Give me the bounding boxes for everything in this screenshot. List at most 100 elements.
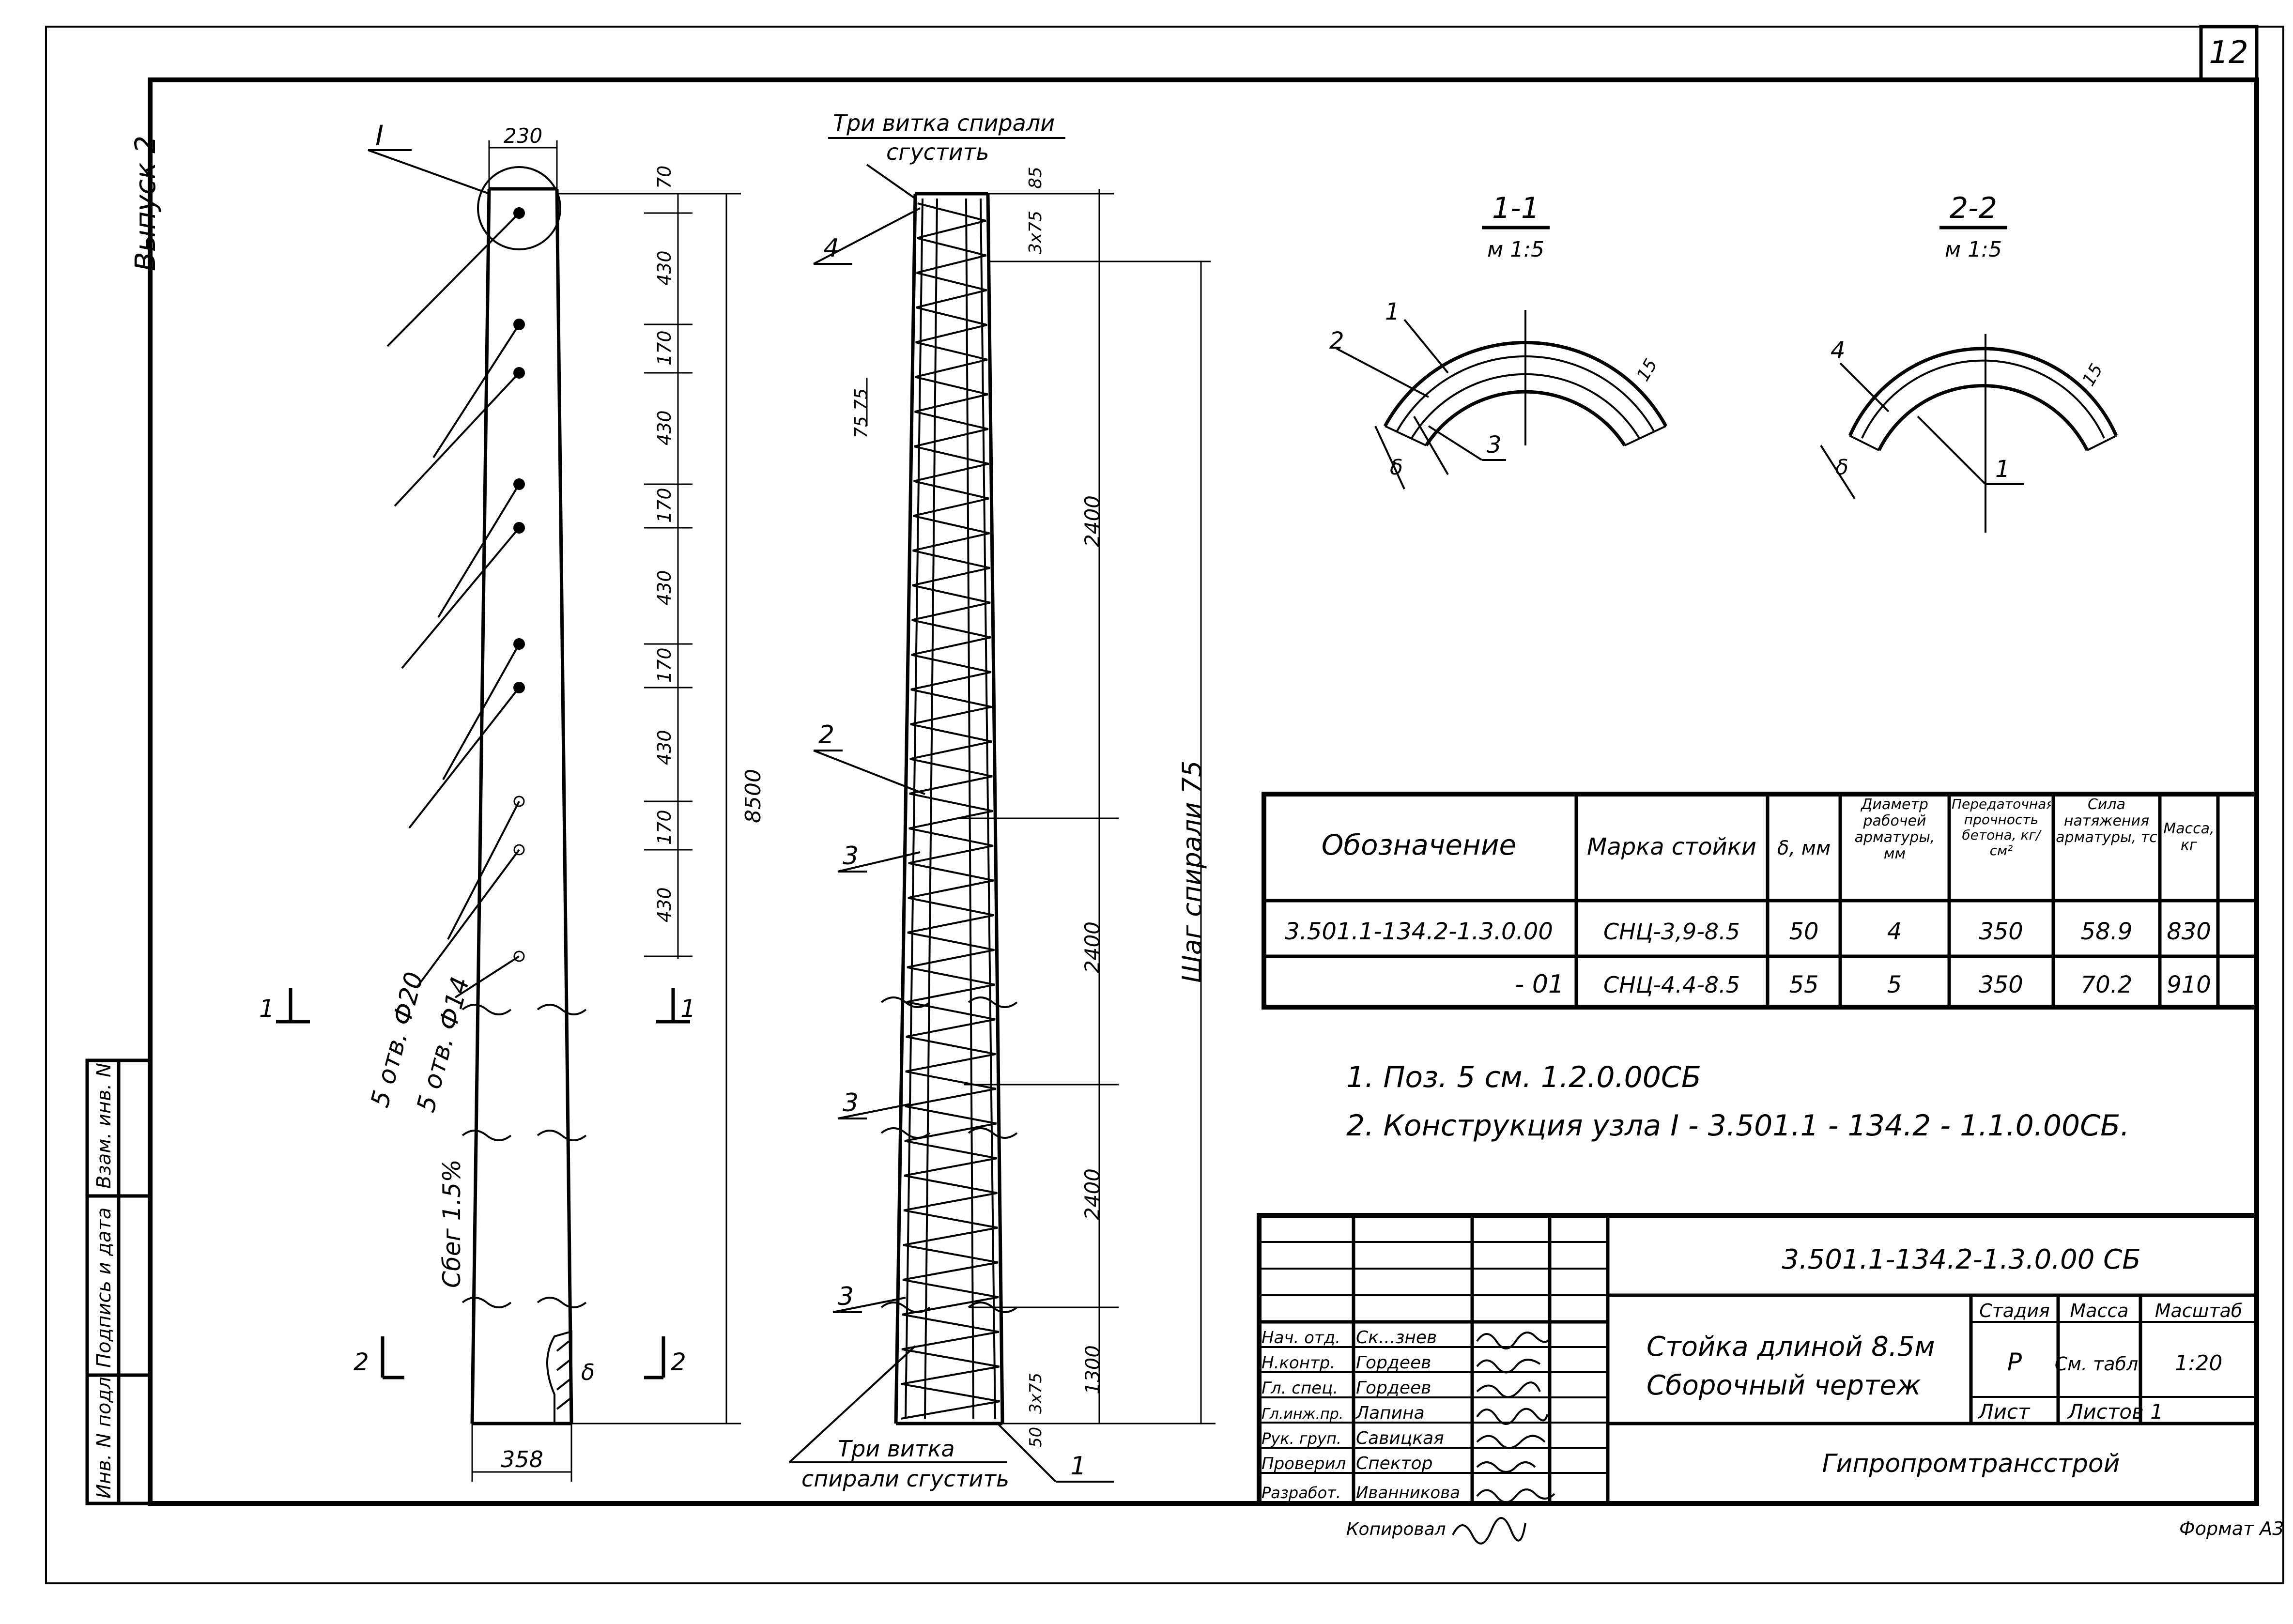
tb-mass: См. табл. xyxy=(2055,1353,2144,1375)
stamp-inv-podl: Инв. N подл. xyxy=(93,1371,115,1499)
r2-mark: СНЦ-4.4-8.5 xyxy=(1603,972,1740,998)
dim-430-3: 430 xyxy=(654,570,675,605)
r1-mark: СНЦ-3,9-8.5 xyxy=(1603,919,1740,945)
spiral-pitch: Шаг спирали 75 xyxy=(1177,761,1207,983)
tb-scale: 1:20 xyxy=(2175,1351,2223,1376)
th-mass: Масса, кг xyxy=(2163,820,2215,854)
tb-sheet-label: Лист xyxy=(1977,1400,2031,1424)
section-2-2: 2-2 м 1:5 δ 4 1 15 xyxy=(1820,191,2118,533)
tb-scale-label: Масштаб xyxy=(2155,1300,2243,1321)
role-1: Н.контр. xyxy=(1262,1353,1335,1373)
dim-3x75-bot: 3х75 xyxy=(1026,1373,1046,1414)
dim-430-2: 430 xyxy=(654,410,675,445)
taper-label: Сбег 1.5% xyxy=(438,1159,466,1288)
tb-stage: Р xyxy=(2007,1348,2022,1376)
sec2-left: 2 xyxy=(354,1348,369,1376)
dim-170-2: 170 xyxy=(654,488,675,523)
column-elevation: I 230 xyxy=(259,119,766,1482)
s1-p3: 3 xyxy=(1487,431,1502,459)
signatures xyxy=(1476,1332,1555,1503)
s1-title: 1-1 xyxy=(1492,191,1539,225)
spec-table: Обозначение Марка стойки δ, мм Диаметр р… xyxy=(1262,792,2259,1010)
dim-170-1: 170 xyxy=(654,330,675,366)
r2-mass: 910 xyxy=(2167,971,2211,998)
sec2-right: 2 xyxy=(671,1348,686,1376)
note-2: 2. Конструкция узла I - 3.501.1 - 134.2 … xyxy=(1346,1109,2129,1143)
tb-name-2: Сборочный чертеж xyxy=(1647,1370,1921,1401)
sheet-number-box xyxy=(2199,25,2259,82)
name-0: Ск...знев xyxy=(1356,1328,1437,1348)
sheet-number: 12 xyxy=(2209,35,2248,71)
r1-force: 58.9 xyxy=(2081,918,2133,945)
copied-signature xyxy=(1452,1517,1526,1545)
sec1-left: 1 xyxy=(259,995,275,1023)
format-label: Формат А3 xyxy=(2179,1518,2284,1539)
th-strength: Передаточная прочность бетона, кг/см² xyxy=(1952,797,2051,858)
r1-delta: 50 xyxy=(1789,918,1818,945)
r1-mass: 830 xyxy=(2167,918,2211,945)
tb-sheets-label: Листов 1 xyxy=(2067,1400,2163,1424)
s1-p1: 1 xyxy=(1385,298,1400,325)
r1-diameter: 4 xyxy=(1887,918,1902,945)
holes xyxy=(513,207,525,962)
r1-designation: 3.501.1-134.2-1.3.0.00 xyxy=(1285,918,1553,945)
r2-force: 70.2 xyxy=(2081,971,2133,998)
tb-org: Гипропромтрансстрой xyxy=(1822,1449,2120,1478)
th-force: Сила натяжения арматуры, тс xyxy=(2056,797,2157,846)
th-delta: δ, мм xyxy=(1777,837,1831,859)
section-1-1: 1-1 м 1:5 δ 1 2 3 15 xyxy=(1329,191,1668,490)
name-3: Лапина xyxy=(1355,1403,1425,1423)
s2-p1: 1 xyxy=(1995,456,2010,483)
s2-scale: м 1:5 xyxy=(1945,237,2002,262)
th-diameter: Диаметр рабочей арматуры, мм xyxy=(1854,797,1935,862)
s2-15: 15 xyxy=(2078,360,2107,389)
role-3: Гл.инж.пр. xyxy=(1262,1406,1343,1423)
pos-2: 2 xyxy=(818,720,834,750)
stamp-vzam: Взам. инв. N xyxy=(93,1063,115,1189)
dim-75-75: 75 75 xyxy=(851,388,871,438)
r2-designation: - 01 xyxy=(1515,970,1564,999)
th-designation: Обозначение xyxy=(1322,828,1516,861)
s2-title: 2-2 xyxy=(1950,191,1997,225)
dim-430-1: 430 xyxy=(654,250,675,286)
pos-3a: 3 xyxy=(843,842,859,871)
s2-p4: 4 xyxy=(1831,337,1846,364)
s2-delta: δ xyxy=(1835,455,1848,480)
outer-border xyxy=(45,26,2284,1584)
cage-note-top-1: Три витка спирали xyxy=(833,110,1055,136)
s1-scale: м 1:5 xyxy=(1487,237,1544,262)
name-4: Савицкая xyxy=(1356,1428,1444,1448)
pos-3b: 3 xyxy=(843,1088,859,1118)
tb-stage-label: Стадия xyxy=(1979,1300,2050,1321)
dim-70: 70 xyxy=(654,166,675,189)
dim-430-5: 430 xyxy=(654,887,675,922)
tb-name-1: Стойка длиной 8.5м xyxy=(1647,1331,1935,1363)
s1-delta: δ xyxy=(1390,455,1403,480)
dim-2400-a: 2400 xyxy=(1080,495,1104,547)
copied-label: Копировал xyxy=(1346,1519,1446,1539)
dim-170-4: 170 xyxy=(654,810,675,845)
left-stamp: Взам. инв. N Подпись и дата Инв. N подл. xyxy=(85,1058,152,1505)
cage-note-bot-1: Три витка xyxy=(838,1436,955,1462)
name-5: Спектор xyxy=(1356,1454,1432,1473)
role-5: Проверил xyxy=(1262,1454,1346,1473)
role-0: Нач. отд. xyxy=(1262,1328,1340,1348)
cage-note-bot-2: спирали сгустить xyxy=(801,1466,1009,1492)
th-mark: Марка стойки xyxy=(1587,833,1756,860)
dim-50: 50 xyxy=(1026,1427,1046,1448)
role-4: Рук. груп. xyxy=(1262,1429,1341,1448)
pos-3c: 3 xyxy=(838,1282,854,1311)
name-6: Иванникова xyxy=(1356,1483,1460,1502)
s1-15: 15 xyxy=(1633,355,1661,384)
role-6: Разработ. xyxy=(1262,1484,1341,1502)
title-block: 3.501.1-134.2-1.3.0.00 СБ Стойка длиной … xyxy=(1257,1213,2259,1506)
stamp-podpis: Подпись и дата xyxy=(93,1208,115,1368)
dim-430-4: 430 xyxy=(654,730,675,765)
r1-strength: 350 xyxy=(1979,918,2023,945)
dim-2400-b: 2400 xyxy=(1080,921,1104,973)
total-height: 8500 xyxy=(741,769,766,823)
note-1: 1. Поз. 5 см. 1.2.0.00СБ xyxy=(1346,1060,1701,1094)
role-2: Гл. спец. xyxy=(1262,1379,1338,1398)
cage-note-top-2: сгустить xyxy=(886,139,989,165)
